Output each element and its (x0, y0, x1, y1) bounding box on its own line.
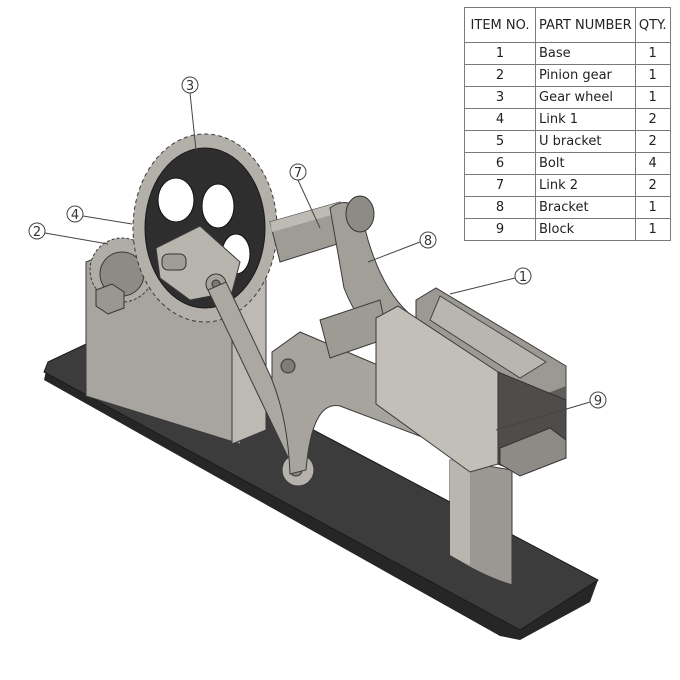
svg-text:1: 1 (519, 270, 527, 285)
part-number: Link 2 (535, 174, 636, 197)
item-no: 6 (464, 152, 536, 175)
part-number: Bracket (535, 196, 636, 219)
qty: 2 (634, 174, 671, 197)
item-no: 7 (464, 174, 536, 197)
qty: 1 (634, 86, 671, 109)
item-no: 3 (464, 86, 536, 109)
part-number: Link 1 (535, 108, 636, 131)
qty: 1 (634, 42, 671, 65)
svg-text:9: 9 (594, 394, 602, 409)
qty: 1 (634, 218, 671, 241)
item-no: 2 (464, 64, 536, 87)
bom-header-row: ITEM NO. PART NUMBER QTY. (464, 7, 671, 43)
balloon-1: 1 (514, 267, 532, 285)
leader-lines (44, 92, 591, 431)
post (449, 459, 513, 586)
part-number: Pinion gear (535, 64, 636, 87)
item-no: 1 (464, 42, 536, 65)
balloon-8: 8 (419, 231, 437, 249)
svg-text:8: 8 (424, 234, 432, 249)
part-number: Gear wheel (535, 86, 636, 109)
header-part-number: PART NUMBER (535, 7, 636, 43)
qty: 2 (634, 130, 671, 153)
header-item-no: ITEM NO. (464, 7, 536, 43)
qty: 2 (634, 108, 671, 131)
header-qty: QTY. (634, 7, 671, 43)
part-number: U bracket (535, 130, 636, 153)
qty: 4 (634, 152, 671, 175)
balloon-2: 2 (28, 222, 46, 240)
item-no: 4 (464, 108, 536, 131)
item-no: 9 (464, 218, 536, 241)
qty: 1 (634, 196, 671, 219)
u-bracket-block (375, 287, 567, 477)
svg-text:2: 2 (33, 225, 41, 240)
balloon-4: 4 (66, 205, 84, 223)
balloon-3: 3 (181, 76, 199, 94)
item-no: 8 (464, 196, 536, 219)
svg-text:3: 3 (186, 79, 194, 94)
item-no: 5 (464, 130, 536, 153)
part-number: Bolt (535, 152, 636, 175)
svg-text:7: 7 (294, 166, 302, 181)
qty: 1 (634, 64, 671, 87)
svg-text:4: 4 (71, 208, 79, 223)
balloon-7: 7 (289, 163, 307, 181)
part-number: Block (535, 218, 636, 241)
balloon-9: 9 (589, 391, 607, 409)
part-number: Base (535, 42, 636, 65)
